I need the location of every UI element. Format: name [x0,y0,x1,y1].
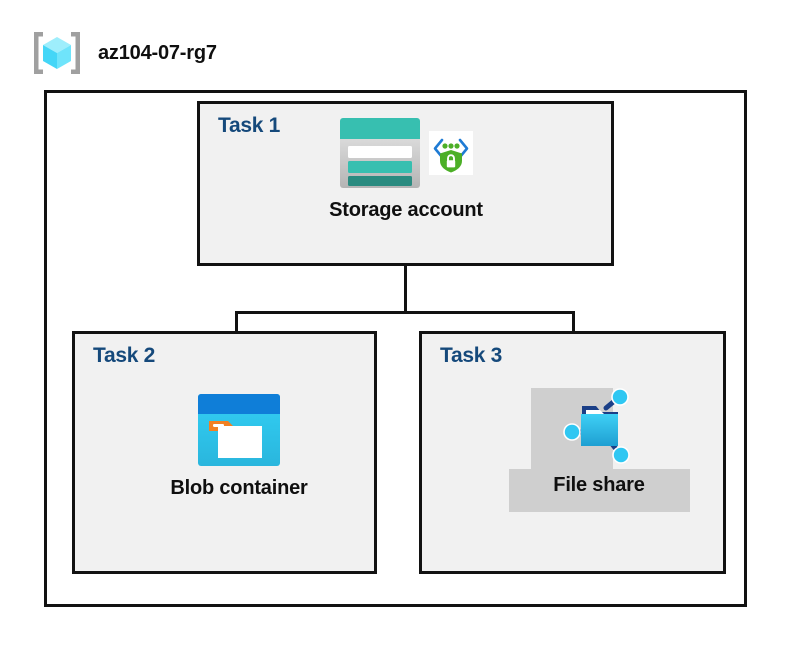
blob-container-icon [197,393,281,467]
resource-group-header: az104-07-rg7 [30,28,217,78]
connector-horizontal-bus [235,311,575,314]
connector-storage-trunk [404,230,407,313]
node-file-share[interactable]: File share [508,388,690,499]
node-blob-container[interactable]: Blob container [150,393,328,502]
file-share-icon-group [562,388,636,464]
node-caption-blob-container: Blob container [170,477,308,499]
file-share-icon [562,388,636,464]
task-panel-label-task2: Task 2 [93,344,156,367]
task-panel-task2: Task 2 [72,331,377,574]
resource-group-icon [30,28,84,78]
task-panel-label-task1: Task 1 [218,114,281,137]
resource-group-name: az104-07-rg7 [98,41,217,64]
blob-container-icon-group [197,393,281,467]
storage-account-icon-group [339,117,473,189]
node-storage-account[interactable]: Storage account [292,117,520,224]
storage-account-icon [339,117,421,189]
private-endpoint-icon [429,131,473,175]
node-caption-file-share: File share [553,474,645,496]
task-panel-label-task3: Task 3 [440,344,503,367]
file-share-label-highlight [509,469,690,512]
node-caption-storage-account: Storage account [329,199,483,221]
